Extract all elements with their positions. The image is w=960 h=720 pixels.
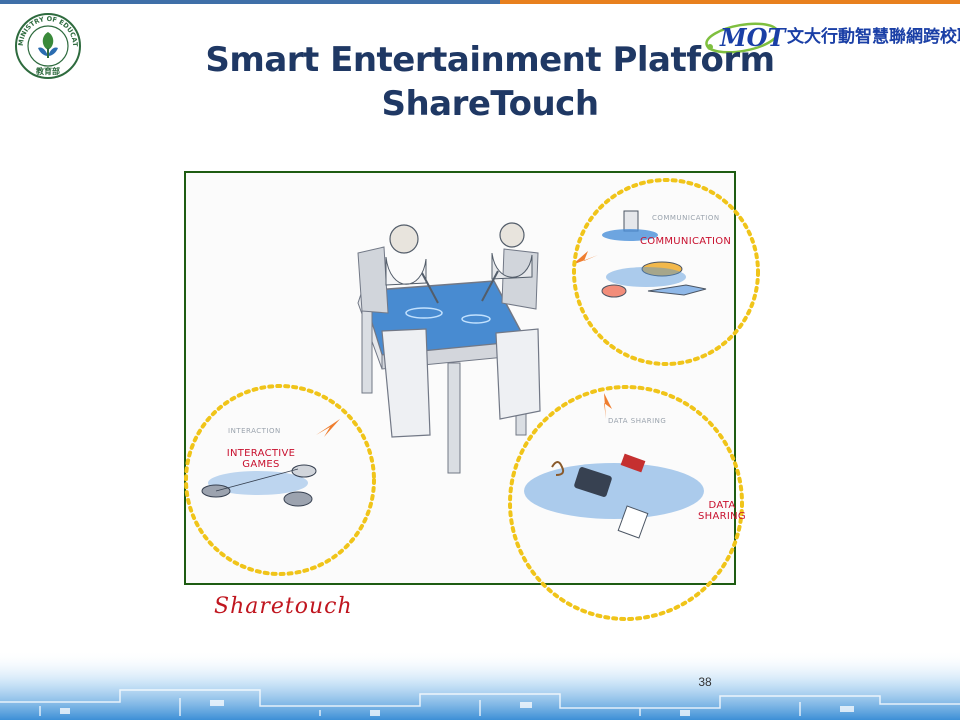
- illustration-caption: Sharetouch: [214, 594, 353, 619]
- mobile-smart-alliance-logo-icon: MOT: [705, 22, 787, 54]
- footer-circuit-band: [0, 650, 960, 720]
- top-accent-bar: [0, 0, 960, 4]
- top-bar-blue-segment: [0, 0, 500, 4]
- sketch-label-data-sharing: DATA SHARING: [608, 417, 667, 425]
- alliance-name: 文大行動智慧聯網跨校聯盟: [787, 27, 960, 47]
- sketch-label-interaction: INTERACTION: [228, 427, 281, 435]
- title-line-1: Smart Entertainment Platform: [205, 40, 775, 80]
- top-bar-orange-segment: [500, 0, 960, 4]
- illustration-frame: [184, 171, 736, 585]
- page-number: 38: [698, 675, 712, 689]
- title-line-2: ShareTouch: [381, 84, 599, 124]
- ministry-of-education-seal-icon: MINISTRY OF EDUCATION 教育部: [14, 12, 81, 79]
- label-communication: COMMUNICATION: [640, 236, 732, 247]
- slide-title: Smart Entertainment Platform ShareTouch: [180, 38, 800, 126]
- svg-text:MOT: MOT: [719, 23, 787, 52]
- sharetouch-sketch-illustration: [186, 173, 734, 583]
- label-data-sharing: DATA SHARING: [698, 500, 746, 522]
- label-interactive-games: INTERACTIVE GAMES: [226, 448, 296, 470]
- svg-text:教育部: 教育部: [35, 66, 60, 76]
- sketch-label-communication: COMMUNICATION: [652, 214, 720, 222]
